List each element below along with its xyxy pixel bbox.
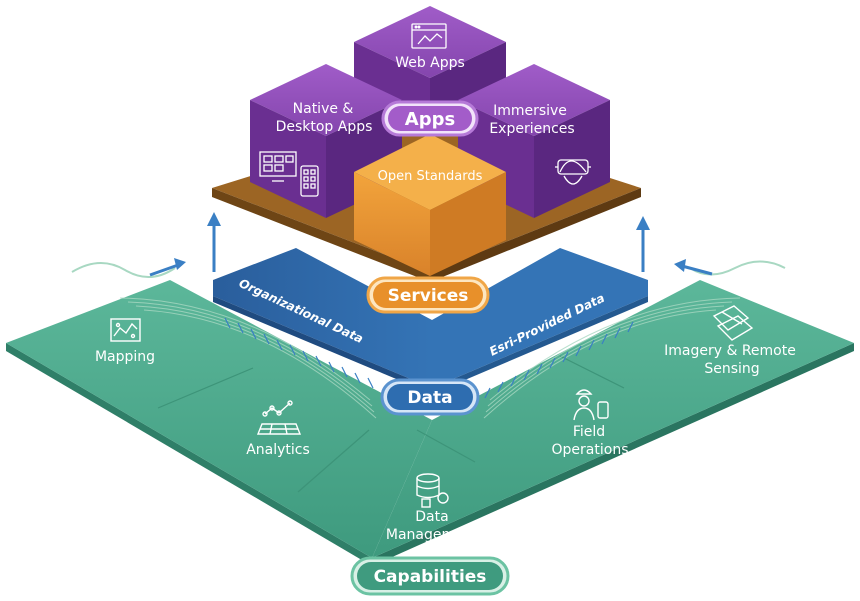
data-hatch-left xyxy=(224,317,374,389)
immersive-label-1: Immersive xyxy=(493,103,567,119)
capabilities-right-side xyxy=(372,343,854,566)
open-standards-label: Open Standards xyxy=(378,169,483,184)
ribs-left xyxy=(119,297,377,419)
apps-layer: Web Apps Native & Desktop Apps Immersive… xyxy=(250,6,610,276)
apps-pill: Apps xyxy=(381,100,479,137)
data-pill: Data xyxy=(380,378,480,416)
capabilities-layer: Mapping Analytics Data Management Field … xyxy=(6,280,854,566)
native-apps-label-2: Desktop Apps xyxy=(276,119,373,135)
imagery-icon xyxy=(712,305,754,341)
services-pill: Services xyxy=(366,276,490,314)
wave-left xyxy=(71,262,176,278)
services-tray-right-side xyxy=(430,188,641,282)
web-apps-label: Web Apps xyxy=(395,55,465,71)
tile-dividers xyxy=(157,355,625,493)
esri-data-slab-side xyxy=(432,296,648,394)
immersive-label-2: Experiences xyxy=(489,121,574,137)
vr-headset-icon xyxy=(555,159,591,185)
tile-field-operations-label-2: Operations xyxy=(552,442,629,458)
wave-right xyxy=(689,260,786,276)
tile-imagery-label-2: Sensing xyxy=(704,361,759,377)
arrow-right-curve xyxy=(681,264,713,276)
capabilities-left-side xyxy=(6,343,372,566)
arrow-left-curve xyxy=(149,262,182,277)
capabilities-left-arm xyxy=(6,280,432,558)
native-apps-label-1: Native & xyxy=(293,101,354,117)
analytics-icon xyxy=(256,400,302,435)
esri-data-slab xyxy=(432,248,648,388)
data-layer: Organizational Data Esri-Provided Data xyxy=(213,248,648,399)
tile-imagery-label-1: Imagery & Remote xyxy=(664,343,796,359)
apps-pill-label: Apps xyxy=(405,109,455,130)
flow-arrows xyxy=(71,212,786,278)
data-pill-label: Data xyxy=(407,388,452,408)
capabilities-pill-label: Capabilities xyxy=(374,567,487,587)
tile-field-operations-label-1: Field xyxy=(573,424,605,440)
field-worker-icon xyxy=(573,389,609,421)
tile-data-management-label-1: Data xyxy=(415,509,448,525)
map-icon xyxy=(110,318,141,342)
desktop-icon xyxy=(259,151,319,197)
capabilities-right-arm xyxy=(372,280,854,558)
tile-analytics-label: Analytics xyxy=(246,442,310,458)
database-icon xyxy=(416,473,449,508)
ribs-right xyxy=(483,297,741,419)
cube-open-standards xyxy=(354,134,506,276)
services-tray-left-side xyxy=(212,188,430,282)
tile-mapping-label: Mapping xyxy=(95,349,155,365)
arrow-right-head xyxy=(674,259,686,272)
data-hatch-right xyxy=(484,321,634,399)
arrow-up-right-head xyxy=(636,216,650,230)
arrow-left-head xyxy=(174,258,186,270)
organizational-data-slab-side xyxy=(213,296,432,394)
services-pill-label: Services xyxy=(388,286,469,306)
organizational-data-slab xyxy=(213,248,432,388)
browser-icon xyxy=(411,23,447,49)
arrow-up-left-head xyxy=(207,212,221,226)
capabilities-pill: Capabilities xyxy=(350,556,510,596)
tile-data-management-label-2: Management xyxy=(386,527,479,543)
